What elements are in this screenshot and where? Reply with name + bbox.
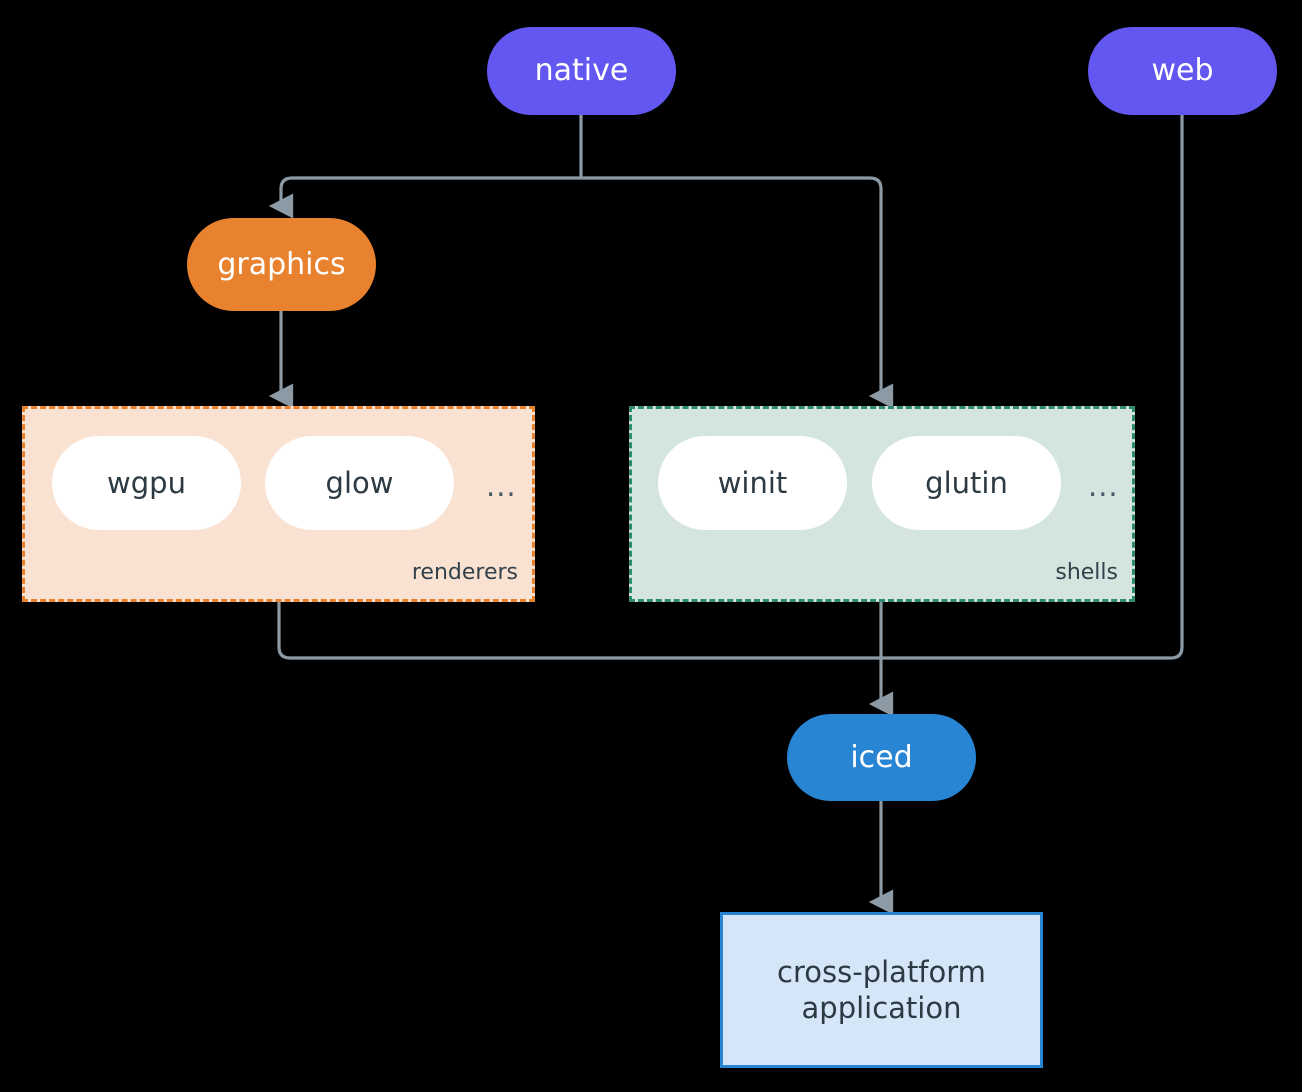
node-iced[interactable]: iced: [787, 714, 976, 801]
renderer-item-glow[interactable]: glow: [265, 436, 454, 530]
renderer-item-wgpu[interactable]: wgpu: [52, 436, 241, 530]
node-graphics[interactable]: graphics: [187, 218, 376, 311]
node-native[interactable]: native: [487, 27, 676, 115]
shell-item-glutin-label: glutin: [925, 466, 1008, 500]
edge-native-to-shells: [581, 176, 894, 409]
shell-item-glutin[interactable]: glutin: [872, 436, 1061, 530]
node-application[interactable]: cross-platform application: [720, 912, 1043, 1068]
renderer-item-glow-label: glow: [325, 466, 394, 500]
shell-item-winit[interactable]: winit: [658, 436, 847, 530]
node-iced-label: iced: [850, 739, 913, 775]
edge-renderers-to-iced: [277, 601, 881, 660]
shells-overflow-ellipsis: ...: [1088, 469, 1119, 503]
node-graphics-label: graphics: [217, 246, 346, 282]
group-renderers-label: renderers: [411, 560, 518, 585]
node-web[interactable]: web: [1088, 27, 1277, 115]
edge-native-to-graphics: [268, 176, 581, 219]
group-shells: winit glutin ... shells: [629, 406, 1135, 602]
group-shells-label: shells: [1055, 560, 1118, 585]
renderer-item-wgpu-label: wgpu: [107, 466, 186, 500]
renderers-overflow-ellipsis: ...: [486, 469, 517, 503]
node-native-label: native: [534, 53, 629, 89]
group-renderers: wgpu glow ... renderers: [22, 406, 535, 602]
shell-item-winit-label: winit: [717, 466, 788, 500]
node-application-line1: cross-platform: [777, 954, 986, 989]
node-application-line2: application: [801, 991, 962, 1025]
node-web-label: web: [1151, 53, 1214, 89]
